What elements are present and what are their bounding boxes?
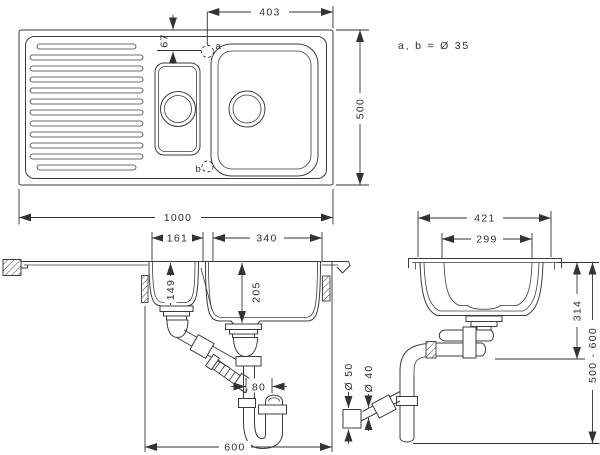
dim-314-label: 314 — [572, 300, 584, 321]
dim-299-label: 299 — [476, 234, 497, 246]
dim-80-label: 80 — [252, 382, 266, 394]
main-bowl-waste — [225, 323, 262, 367]
dim-600-label: 600 — [224, 442, 245, 454]
front-view: 161 340 149 205 80 — [2, 232, 351, 454]
main-bowl-top — [210, 43, 319, 177]
dim-half-bowl-width: 161 — [151, 232, 204, 261]
right-mounting-clip — [322, 275, 331, 302]
dim-half-bowl-depth: 149 — [164, 263, 177, 305]
left-mounting-clip — [141, 275, 149, 303]
tee-nut — [235, 356, 262, 367]
side-waste-trap — [342, 315, 503, 443]
dim-1000-label: 1000 — [164, 212, 193, 224]
top-view: a b 403 67 500 — [18, 5, 369, 225]
bowl-section — [419, 262, 544, 316]
dim-cabinet-width: 600 — [144, 262, 333, 454]
angled-pipe-nut — [371, 394, 397, 419]
dim-67-label: 67 — [159, 33, 171, 47]
waste-union-nut — [462, 326, 477, 359]
half-bowl-waste — [159, 305, 194, 339]
dim-421-label: 421 — [474, 213, 495, 225]
rim-section — [408, 258, 562, 270]
dim-tap-offset: 67 — [157, 15, 201, 64]
dim-205-label: 205 — [251, 281, 263, 302]
tap-hole-a-label: a — [216, 41, 222, 52]
dim-500-600-label: 500 - 600 — [587, 327, 599, 383]
sink-outline — [18, 29, 334, 186]
counter-lip — [20, 261, 28, 269]
wall-section — [2, 259, 22, 276]
standpipe-nut — [396, 396, 418, 406]
dim-wall-outlet-diameter: Ø 50 — [343, 363, 355, 444]
dim-trap-offset: 80 — [231, 378, 287, 394]
right-flange — [336, 261, 351, 274]
dim-main-bowl-width: 340 — [212, 232, 323, 261]
dim-tap-to-edge: 403 — [206, 5, 334, 45]
dim-500-label: 500 — [355, 98, 367, 119]
half-bowl-top — [154, 62, 201, 156]
drainboard-ribs — [29, 43, 144, 171]
tap-hole-b — [201, 160, 214, 173]
side-view: 421 299 314 500 - 600 Ø 50 — [342, 211, 600, 444]
dim-403-label: 403 — [259, 7, 280, 19]
elbow-nut — [425, 341, 437, 359]
dim-overall-depth: 500 — [336, 29, 369, 186]
dim-flange-width: 421 — [417, 211, 552, 257]
dim-main-bowl-depth: 205 — [238, 263, 263, 323]
dim-overall-width: 1000 — [18, 189, 334, 225]
dim-149-label: 149 — [165, 279, 177, 300]
wall-outlet-box — [342, 409, 362, 429]
main-bowl-section — [205, 261, 321, 325]
siphon-trap — [238, 366, 287, 449]
dim-bowl-width: 299 — [441, 233, 533, 258]
dim-trap-height-range: 500 - 600 — [413, 262, 600, 444]
hole-diameter-note: a, b = Ø 35 — [398, 40, 470, 52]
dim-dia50-label: Ø 50 — [343, 363, 355, 391]
main-bowl-drain — [228, 90, 266, 128]
dim-dia40-label: Ø 40 — [363, 365, 375, 393]
connecting-pipe — [176, 329, 238, 368]
half-bowl-drain — [160, 91, 196, 127]
dim-161-label: 161 — [167, 233, 188, 245]
sink-inner-rim — [25, 36, 327, 179]
tap-hole-a — [201, 45, 214, 58]
dim-waste-pipe-diameter: Ø 40 — [363, 365, 375, 431]
pipe-nut — [238, 398, 256, 408]
overflow-channel — [200, 267, 213, 311]
pipe-nut — [189, 333, 215, 360]
tap-hole-b-label: b — [196, 164, 201, 175]
dim-340-label: 340 — [256, 233, 277, 245]
trap-nut — [258, 404, 287, 415]
